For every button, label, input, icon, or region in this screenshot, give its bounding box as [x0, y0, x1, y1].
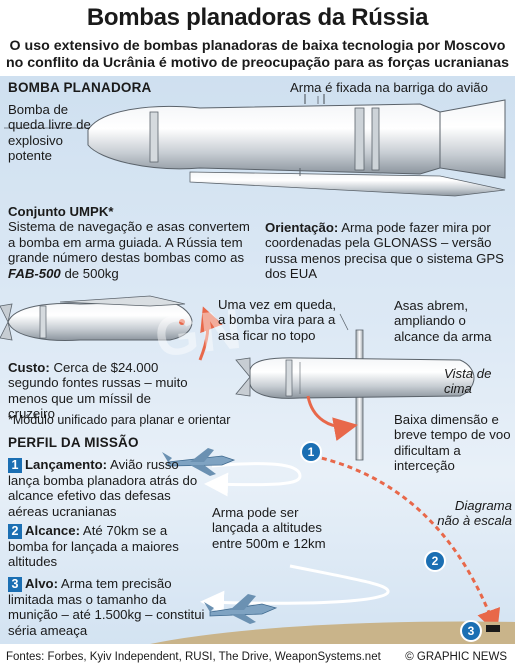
step-number: 3	[8, 577, 22, 592]
guided-bomb-illustration	[0, 295, 193, 341]
orientation-label: Orientação:	[265, 220, 339, 235]
leader-line	[339, 313, 349, 331]
step-text: Avião russo lança bomba planadora atrás …	[8, 457, 198, 519]
cost-block: Custo: Cerca de $24.000 segundo fontes r…	[8, 360, 198, 422]
step-label: Alvo:	[25, 576, 58, 591]
marker-1: 1	[300, 441, 322, 463]
step-number: 2	[8, 524, 22, 539]
small-note: Baixa dimensão e breve tempo de voo difi…	[394, 412, 511, 474]
step-number: 1	[8, 458, 22, 473]
section-heading-bomb: BOMBA PLANADORA	[8, 80, 152, 95]
top-view-bomb-illustration	[235, 329, 475, 461]
umpk-text: Sistema de navegação e asas convertem a …	[8, 219, 250, 266]
jet-icon	[162, 448, 236, 476]
arm-note: Arma é fixada na barriga do avião	[290, 80, 488, 95]
credit: © GRAPHIC NEWS	[405, 651, 507, 663]
step-text: Até 70km se a bomba for lançada a maiore…	[8, 523, 179, 570]
page-title: Bombas planadoras da Rússia	[86, 4, 429, 31]
section-heading-mission: PERFIL DA MISSÃO	[8, 435, 139, 450]
page-subtitle: O uso extensivo de bombas planadoras de …	[5, 38, 510, 71]
diagram-note: Diagrama não à escala	[437, 498, 512, 529]
bomb-note: Bomba de queda livre de explosivo potent…	[8, 102, 91, 164]
step-label: Lançamento:	[25, 457, 108, 472]
bomb-illustration	[87, 94, 506, 197]
rotation-arrow	[198, 306, 223, 361]
cost-text: Cerca de $24.000 segundo fontes russas –…	[8, 360, 188, 422]
flight-path-2	[200, 564, 390, 615]
orientation-text: Arma pode fazer mira por coordenadas pel…	[265, 220, 504, 282]
cost-label: Custo:	[8, 360, 50, 375]
target-icon	[486, 625, 500, 632]
wing-open-arrow	[306, 395, 358, 442]
glide-trajectory	[312, 454, 501, 634]
step-text: Arma tem precisão limitada mas o tamanho…	[8, 576, 205, 638]
top-view-note: Vista de cima	[444, 366, 492, 397]
umpk-model: FAB-500	[8, 265, 61, 281]
orientation-block: Orientação: Arma pode fazer mira por coo…	[265, 220, 510, 282]
step-label: Alcance:	[25, 523, 80, 538]
umpk-block: Conjunto UMPK* Sistema de navegação e as…	[8, 204, 258, 281]
footnote: *Módulo unificado para planar e orientar	[8, 413, 231, 427]
jet-icon	[204, 594, 278, 624]
umpk-text-end: de 500kg	[60, 265, 119, 281]
altitude-note: Arma pode ser lançada a altitudes entre …	[212, 505, 326, 551]
marker-3: 3	[460, 620, 482, 642]
wings-note: Asas abrem, ampliando o alcance da arma	[394, 298, 492, 344]
umpk-heading: Conjunto UMPK*	[8, 204, 114, 219]
flight-path-1	[204, 462, 302, 497]
fall-note: Uma vez em queda, a bomba vira para a as…	[218, 297, 337, 343]
ground	[150, 621, 515, 644]
sources: Fontes: Forbes, Kyiv Independent, RUSI, …	[6, 651, 381, 663]
marker-2: 2	[424, 550, 446, 572]
